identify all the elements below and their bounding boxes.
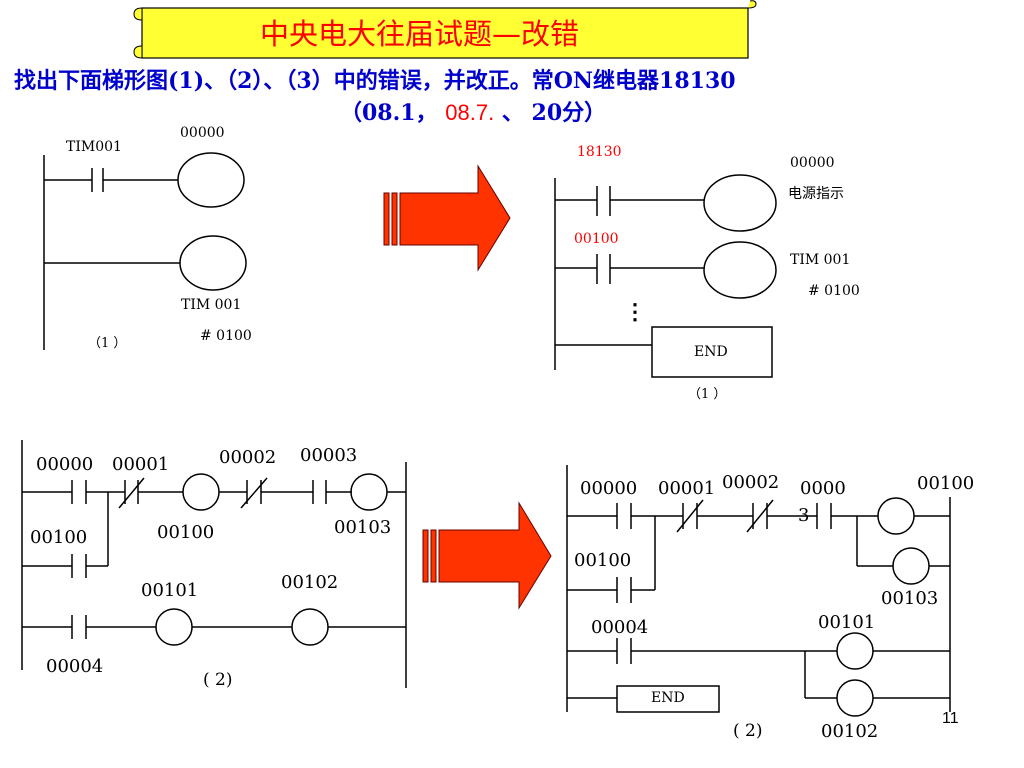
d1-corr-coil-2 bbox=[703, 241, 777, 299]
d2-corr-coil-00102 bbox=[836, 679, 874, 717]
d2-orig-label-coil-00100: 00100 bbox=[157, 522, 215, 543]
instruction-date-2: 08.7. bbox=[445, 100, 495, 125]
d2-orig-label-00003: 00003 bbox=[300, 445, 358, 466]
title-banner bbox=[133, 0, 757, 59]
d2-orig-coil-00101 bbox=[155, 608, 193, 646]
d2-corr-label-coil-00103: 00103 bbox=[881, 588, 939, 609]
d2-orig-coil-00100 bbox=[182, 473, 220, 511]
d1-corr-contact1-label: 18130 bbox=[577, 144, 622, 160]
instruction-points: 、 20分） bbox=[501, 100, 607, 126]
d1-corr-contact2-label: 00100 bbox=[574, 231, 619, 247]
d2-orig-label-c00100: 00100 bbox=[30, 527, 88, 548]
arrow-1 bbox=[383, 164, 511, 272]
d2-corr-end-label: END bbox=[651, 690, 685, 706]
d2-orig-coil-00102 bbox=[291, 608, 329, 646]
d2-orig-label-coil-00103: 00103 bbox=[334, 517, 392, 538]
d2-orig-label-00000: 00000 bbox=[36, 454, 94, 475]
d2-corr-label-00002: 00002 bbox=[722, 472, 780, 493]
d1-orig-coil1-label: 00000 bbox=[180, 125, 225, 141]
instruction-date-1: （08.1， bbox=[340, 100, 438, 126]
d2-corr-coil-00101 bbox=[836, 632, 874, 670]
d2-corr-label-00003-b: 3 bbox=[798, 505, 810, 526]
d2-orig-label-00004: 00004 bbox=[46, 656, 104, 677]
d2-orig-label-00001: 00001 bbox=[112, 454, 170, 475]
d1-orig-contact-label: TIM001 bbox=[66, 139, 122, 155]
d1-orig-coil-1 bbox=[177, 152, 245, 208]
instruction-line-2: （08.1， 08.7. 、 20分） bbox=[340, 100, 607, 126]
d2-orig-label-coil-00101: 00101 bbox=[141, 580, 199, 601]
d1-corr-coil1-label: 00000 bbox=[790, 155, 835, 171]
d1-corr-coil1-note: 电源指示 bbox=[788, 186, 844, 202]
d2-corr-label-coil-00101: 00101 bbox=[818, 612, 876, 633]
d2-corr-end-box bbox=[616, 685, 720, 713]
d2-corr-label-coil-00102: 00102 bbox=[821, 721, 879, 742]
d1-orig-coil2-setting: # 0100 bbox=[200, 328, 252, 344]
d2-corr-coil-00100 bbox=[877, 497, 915, 535]
arrow-2 bbox=[422, 501, 552, 610]
d1-corr-ellipsis: ⋮ bbox=[624, 299, 646, 325]
d2-orig-label-00002: 00002 bbox=[219, 447, 277, 468]
d1-orig-coil2-label: TIM 001 bbox=[181, 297, 242, 313]
d2-corr-label-00003-a: 0000 bbox=[800, 478, 846, 499]
d1-corr-caption: （1 ） bbox=[688, 387, 727, 402]
d2-corr-label-coil-00100: 00100 bbox=[917, 473, 975, 494]
d1-corr-coil2-setting: # 0100 bbox=[808, 283, 860, 299]
page-number: 11 bbox=[942, 710, 959, 727]
d2-corr-coil-00103 bbox=[892, 547, 930, 585]
d1-orig-coil-2 bbox=[179, 235, 247, 291]
d2-orig-coil-00103 bbox=[350, 473, 388, 511]
page-title: 中央电大往届试题—改错 bbox=[260, 17, 580, 51]
d2-corr-label-c00100: 00100 bbox=[574, 550, 632, 571]
instruction-line-1: 找出下面梯形图(1)、（2）、（3）中的错误，并改正。常ON继电器18130 bbox=[14, 68, 736, 94]
d1-orig-caption: （1 ） bbox=[88, 336, 127, 351]
d1-corr-coil-1 bbox=[703, 174, 777, 232]
d2-corr-caption: ( 2) bbox=[733, 721, 763, 741]
d2-corr-label-00000: 00000 bbox=[580, 478, 638, 499]
d2-corr-label-00001: 00001 bbox=[658, 478, 716, 499]
d2-orig-caption: ( 2) bbox=[203, 670, 233, 690]
d1-corr-end-label: END bbox=[694, 344, 728, 360]
d2-corr-label-00004: 00004 bbox=[591, 617, 649, 638]
d2-orig-label-coil-00102: 00102 bbox=[281, 572, 339, 593]
d1-corr-coil2-label: TIM 001 bbox=[790, 252, 851, 268]
d1-corr-end-box bbox=[651, 326, 773, 378]
